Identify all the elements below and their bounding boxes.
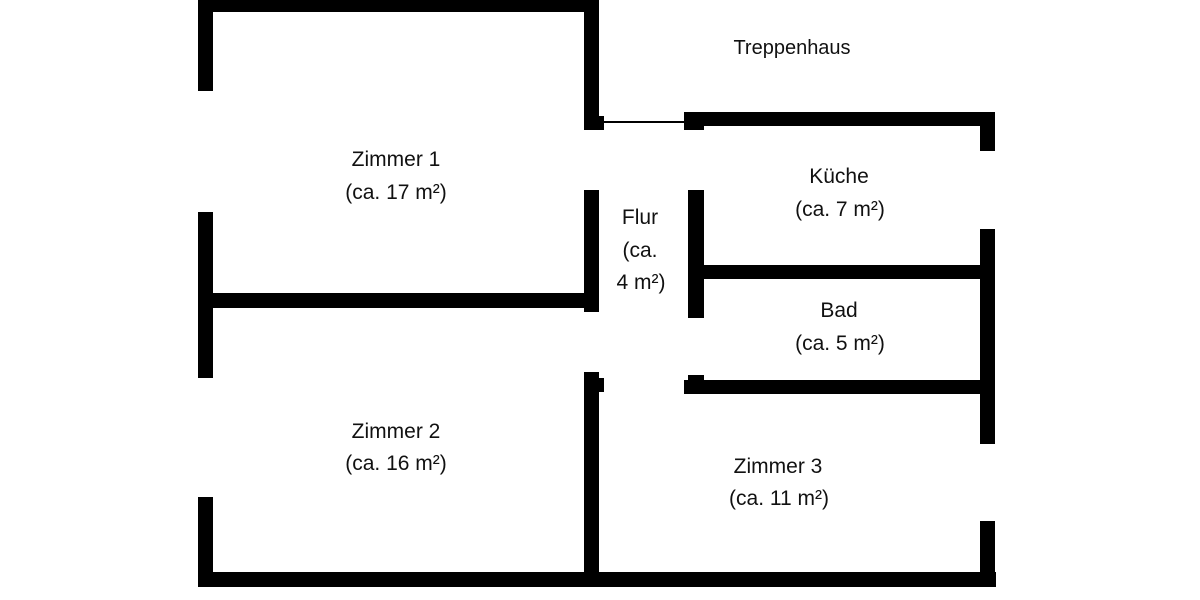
label-hallway-size-2: 4 m²) <box>617 271 666 294</box>
wall-room1-room2 <box>198 293 598 308</box>
room-labels: Treppenhaus Zimmer 1 (ca. 17 m²) Flur (c… <box>345 37 885 510</box>
label-room3-name: Zimmer 3 <box>734 455 823 478</box>
wall-kitchen-bath <box>688 265 994 279</box>
walls <box>198 0 996 587</box>
label-hallway-name: Flur <box>622 206 658 229</box>
wall-hallway-right <box>688 190 704 318</box>
wall-right-lower <box>980 521 995 587</box>
label-room2-size: (ca. 16 m²) <box>345 452 447 475</box>
wall-center-top <box>584 0 599 130</box>
wall-center-top-cap <box>584 116 604 130</box>
wall-kitchen-top <box>684 112 994 126</box>
label-room3-size: (ca. 11 m²) <box>729 487 829 510</box>
wall-center-bottom-cap <box>584 378 604 392</box>
label-hallway-size-1: (ca. <box>622 239 657 262</box>
wall-kitchen-top-cap <box>684 116 704 130</box>
wall-bath-room3 <box>684 380 994 394</box>
label-kitchen-size: (ca. 7 m²) <box>795 198 885 221</box>
label-room2-name: Zimmer 2 <box>352 420 441 443</box>
wall-left-upper <box>198 0 213 91</box>
wall-top-left <box>198 0 598 12</box>
label-room1-size: (ca. 17 m²) <box>345 181 447 204</box>
label-staircase: Treppenhaus <box>733 37 850 59</box>
wall-bath-room3-cap <box>688 375 704 394</box>
wall-center-mid <box>584 190 599 312</box>
label-room1-name: Zimmer 1 <box>352 148 441 171</box>
wall-right-upper <box>980 112 995 151</box>
label-bathroom-name: Bad <box>820 299 857 322</box>
wall-right-middle <box>980 229 995 444</box>
wall-center-bottom <box>584 372 599 587</box>
label-bathroom-size: (ca. 5 m²) <box>795 332 885 355</box>
label-kitchen-name: Küche <box>809 165 869 188</box>
wall-left-lower <box>198 497 213 587</box>
